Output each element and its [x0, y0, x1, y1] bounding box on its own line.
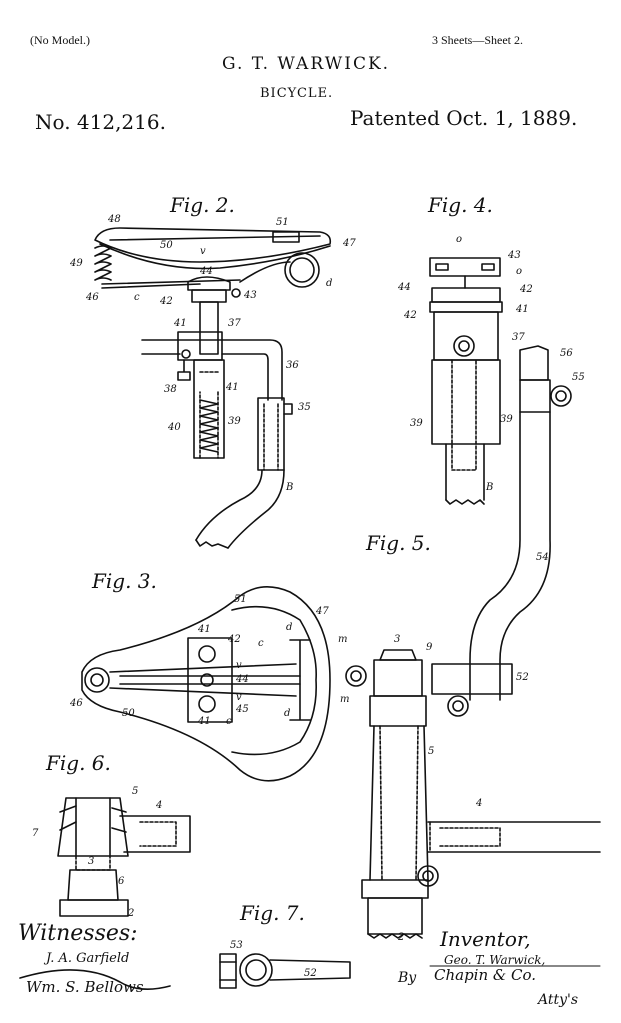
- fig5-ref: 4: [475, 798, 482, 809]
- fig4-ref: B: [485, 482, 493, 493]
- fig5-ref: 54: [536, 552, 549, 563]
- fig3-ref: 45: [235, 704, 249, 715]
- fig2-ref: 38: [164, 384, 177, 395]
- fig3-ref: 42: [227, 634, 241, 645]
- fig3-ref: 51: [234, 594, 247, 605]
- no-model-note: (No Model.): [30, 33, 90, 47]
- fig2-ref: 39: [228, 416, 241, 427]
- fig3-ref: m: [340, 694, 349, 705]
- fig6-ref: 2: [127, 908, 134, 919]
- fig2-ref: 46: [85, 292, 99, 303]
- fig7-ref: 53: [230, 940, 243, 951]
- fig3-ref: 50: [122, 708, 135, 719]
- fig5-ref: 5: [428, 746, 434, 757]
- fig5-drawing: Fig. 5. 54 3 9 52: [345, 345, 601, 943]
- fig4-ref: o: [456, 234, 462, 245]
- fig2-ref: 43: [243, 290, 257, 301]
- fig2-ref: 40: [167, 422, 181, 433]
- fig5-ref: 2: [397, 932, 404, 943]
- attys-label: Atty's: [536, 992, 578, 1008]
- fig6-drawing: Fig. 6. 5 4 7 3 6 2: [32, 751, 191, 919]
- fig4-ref: 39: [410, 418, 423, 429]
- fig6-ref: 3: [88, 856, 94, 867]
- fig2-ref: c: [134, 292, 140, 303]
- fig6-ref: 5: [132, 786, 138, 797]
- fig3-ref: c: [258, 638, 264, 649]
- fig7-label: Fig. 7.: [239, 901, 305, 925]
- fig2-ref: 36: [286, 360, 299, 371]
- inventor-name: G. T. WARWICK.: [222, 54, 391, 74]
- fig7-ref: 52: [304, 968, 317, 979]
- fig4-ref: 56: [560, 348, 573, 359]
- witnesses-label: Witnesses:: [18, 921, 138, 946]
- fig3-ref: d: [284, 708, 290, 719]
- fig4-ref: 43: [507, 250, 521, 261]
- fig6-ref: 7: [32, 828, 39, 839]
- fig2-ref: 44: [199, 266, 213, 277]
- fig5-ref: 9: [426, 642, 433, 653]
- fig2-ref: 48: [107, 214, 121, 225]
- fig3-ref: 47: [315, 606, 329, 617]
- fig2-ref: 41: [225, 382, 239, 393]
- fig2-ref: 47: [342, 238, 356, 249]
- fig3-ref: 41: [197, 716, 211, 727]
- fig2-ref: B: [285, 482, 293, 493]
- sheet-number: 3 Sheets—Sheet 2.: [432, 33, 523, 47]
- fig4-label: Fig. 4.: [427, 193, 493, 217]
- fig7-drawing: Fig. 7. 53 52: [219, 901, 351, 989]
- fig2-ref: v: [200, 246, 206, 257]
- fig2-ref: 37: [228, 318, 241, 329]
- fig3-label: Fig. 3.: [91, 569, 157, 593]
- fig4-ref: o: [516, 266, 522, 277]
- fig3-ref: 44: [235, 674, 249, 685]
- fig3-ref: m: [338, 634, 347, 645]
- fig4-ref: 55: [572, 372, 585, 383]
- inventor-label: Inventor,: [439, 927, 531, 951]
- fig6-ref: 4: [155, 800, 162, 811]
- witness-2-signature: Wm. S. Bellows: [26, 978, 144, 996]
- fig2-ref: 50: [160, 240, 173, 251]
- patent-date: Patented Oct. 1, 1889.: [350, 106, 578, 130]
- fig4-ref: 42: [519, 284, 533, 295]
- fig4-drawing: Fig. 4. o 43 o 44 42 42 41 37 39 39 B 56…: [397, 193, 585, 505]
- fig3-ref: d: [286, 622, 292, 633]
- fig2-label: Fig. 2.: [169, 193, 235, 217]
- fig3-ref: 41: [197, 624, 211, 635]
- fig2-ref: 42: [159, 296, 173, 307]
- fig5-label: Fig. 5.: [365, 531, 431, 555]
- fig4-ref: 41: [515, 304, 529, 315]
- fig5-ref: 3: [394, 634, 400, 645]
- fig2-ref: 35: [298, 402, 311, 413]
- attorney-signature: Chapin & Co.: [434, 966, 536, 984]
- fig3-ref: 46: [69, 698, 83, 709]
- fig4-ref: 39: [500, 414, 513, 425]
- fig2-drawing: Fig. 2.: [69, 193, 356, 549]
- patent-title: BICYCLE.: [260, 86, 334, 101]
- witness-1-signature: J. A. Garfield: [43, 951, 129, 966]
- signatures: Witnesses: J. A. Garfield Wm. S. Bellows…: [18, 921, 578, 1008]
- fig3-ref: c: [226, 716, 232, 727]
- patent-number: No. 412,216.: [35, 110, 166, 134]
- fig2-ref: 49: [69, 258, 83, 269]
- fig6-label: Fig. 6.: [45, 751, 111, 775]
- fig4-ref: 42: [403, 310, 417, 321]
- fig3-drawing: Fig. 3. 51 47 41 42 c d m v 44 46 50 45 …: [69, 569, 349, 782]
- fig3-ref: v: [236, 660, 242, 671]
- fig3-ref: v: [236, 692, 242, 703]
- fig6-ref: 6: [118, 876, 125, 887]
- fig2-ref: 41: [173, 318, 187, 329]
- fig4-ref: 37: [512, 332, 525, 343]
- by-label: By: [397, 970, 417, 986]
- fig5-ref: 52: [516, 672, 529, 683]
- inventor-signature: Geo. T. Warwick,: [444, 953, 545, 967]
- fig4-ref: 44: [397, 282, 411, 293]
- fig2-ref: 51: [276, 217, 289, 228]
- fig2-ref: d: [326, 278, 332, 289]
